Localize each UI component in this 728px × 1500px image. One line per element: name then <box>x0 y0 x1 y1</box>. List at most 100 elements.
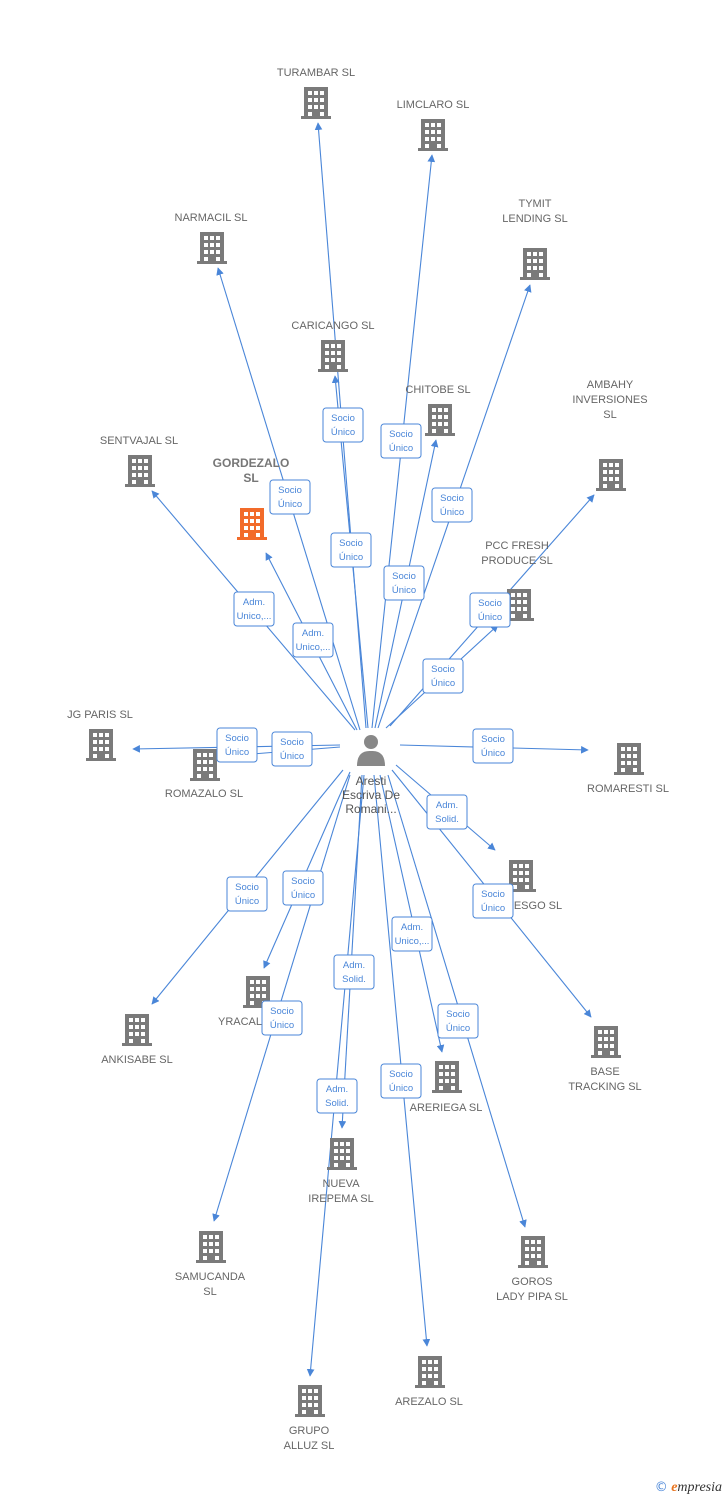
company-node-grupoalluz[interactable]: GRUPO ALLUZ SL <box>284 1385 335 1452</box>
brand-logo-e: e <box>671 1480 678 1495</box>
company-label: NUEVA <box>322 1178 360 1190</box>
relation-badge-text: Socio <box>481 734 505 745</box>
company-label: GRUPO <box>289 1425 330 1437</box>
edge-arezalo <box>373 774 431 1347</box>
building-icon <box>86 729 116 761</box>
relation-badge-text: Único <box>278 499 302 510</box>
person-icon <box>357 735 385 766</box>
building-icon <box>196 1231 226 1263</box>
company-node-areriega[interactable]: ARERIEGA SL <box>410 1061 483 1114</box>
building-icon <box>520 248 550 280</box>
company-node-yracal[interactable]: YRACAL <box>218 976 273 1028</box>
relation-badge-text: Unico,... <box>237 611 272 622</box>
relation-badge-text: Socio <box>331 413 355 424</box>
company-label: ANKISABE SL <box>101 1054 173 1066</box>
building-icon <box>596 459 626 491</box>
relation-badge-box <box>261 1000 303 1036</box>
company-label: INVERSIONES <box>572 394 647 406</box>
company-label: CARICANGO SL <box>291 320 374 332</box>
relation-badge[interactable]: Adm.Solid. <box>333 954 375 990</box>
relation-badge-text: Adm. <box>436 800 458 811</box>
relation-badge[interactable]: Adm. Solid. <box>426 794 468 830</box>
relation-badge-text: Adm. <box>302 628 324 639</box>
company-node-ankisabe[interactable]: ANKISABE SL <box>101 1014 173 1066</box>
company-node-nuevairepema[interactable]: NUEVA IREPEMA SL <box>308 1138 374 1205</box>
company-label: IREPEMA SL <box>308 1193 373 1205</box>
relation-badge-box <box>469 592 511 628</box>
relation-badge-box <box>333 954 375 990</box>
company-label: ROMAZALO SL <box>165 788 243 800</box>
relation-badge-text: Socio <box>392 571 416 582</box>
building-icon <box>432 1061 462 1093</box>
company-node-chitobe[interactable]: CHITOBE SL <box>405 384 471 436</box>
relation-badge-text: Único <box>389 443 413 454</box>
company-node-caricango[interactable]: CARICANGO SL <box>291 320 375 372</box>
company-label: NARMACIL SL <box>175 212 248 224</box>
relation-badge-text: Solid. <box>435 814 459 825</box>
relation-badge-text: Socio <box>291 876 315 887</box>
company-node-turambar[interactable]: TURAMBAR SL <box>277 67 355 119</box>
company-label: ALLUZ SL <box>284 1440 335 1452</box>
relation-badge-text: Socio <box>280 737 304 748</box>
company-label: SAMUCANDA <box>175 1271 246 1283</box>
relation-badge[interactable]: Adm.Unico,... <box>391 916 433 952</box>
relation-badge-text: Único <box>235 896 259 907</box>
company-node-arezalo[interactable]: AREZALO SL <box>395 1356 463 1408</box>
company-node-sentvajal[interactable]: SENTVAJAL SL <box>100 435 178 487</box>
relation-badge[interactable]: Adm.Unico,... <box>292 622 334 658</box>
building-icon <box>418 119 448 151</box>
relation-badge-text: Único <box>481 903 505 914</box>
company-label: YRACAL <box>218 1016 262 1028</box>
relation-badge-text: Solid. <box>342 974 366 985</box>
company-node-jgparis[interactable]: JG PARIS SL <box>67 709 133 761</box>
relation-badge-box <box>391 916 433 952</box>
company-node-narmacil[interactable]: NARMACIL SL <box>175 212 248 264</box>
center-name: Romani... <box>345 802 396 816</box>
company-node-limclaro[interactable]: LIMCLARO SL <box>397 99 470 151</box>
company-label: ARERIEGA SL <box>410 1102 483 1114</box>
building-icon <box>197 232 227 264</box>
relation-badge[interactable]: Adm.Unico,... <box>233 591 275 627</box>
building-icon <box>591 1026 621 1058</box>
company-label: SL <box>203 1286 216 1298</box>
company-node-esgo[interactable]: ESGO SL <box>506 860 562 912</box>
relation-badge-text: Socio <box>278 485 302 496</box>
company-label: PCC FRESH <box>485 540 549 552</box>
building-icon <box>614 743 644 775</box>
edge-grupoalluz <box>306 774 365 1377</box>
company-node-romaresti[interactable]: ROMARESTI SL <box>587 743 669 795</box>
relation-badge-text: Socio <box>478 598 502 609</box>
relation-badge[interactable]: Adm.Solid. <box>316 1078 358 1114</box>
company-node-romazalo[interactable]: ROMAZALO SL <box>165 749 243 800</box>
building-icon <box>415 1356 445 1388</box>
relation-badge-text: Socio <box>339 538 363 549</box>
company-node-samucanda[interactable]: SAMUCANDA SL <box>175 1231 246 1298</box>
copyright-symbol: © <box>654 1480 668 1495</box>
company-label: LADY PIPA SL <box>496 1291 568 1303</box>
